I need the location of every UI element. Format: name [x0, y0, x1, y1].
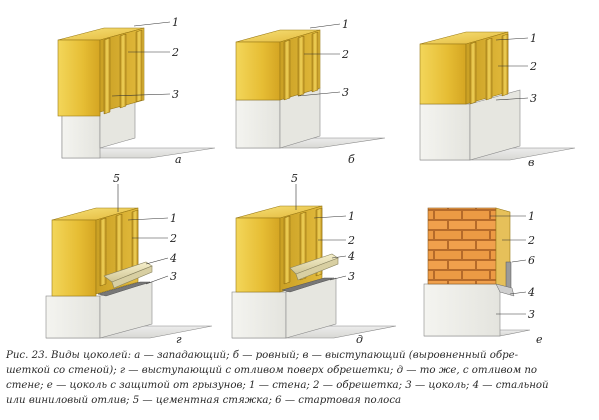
panel-d-label-1: 1 [348, 210, 355, 223]
panel-g-label-4: 4 [169, 252, 177, 265]
panel-c: 1 2 3 в [419, 31, 576, 169]
panel-b-letter: б [348, 153, 355, 166]
panel-g-label-1: 1 [170, 212, 177, 225]
panel-b-label-1: 1 [342, 18, 349, 31]
panel-c-label-3: 3 [530, 92, 537, 105]
panel-c-letter: в [528, 156, 534, 169]
panel-b-label-2: 2 [341, 48, 349, 61]
panel-g-label-5: 5 [113, 172, 120, 185]
panel-d: 5 1 2 4 3 д [231, 172, 397, 346]
panel-e-label-3: 3 [528, 308, 535, 321]
panel-e-letter: е [536, 333, 543, 345]
panel-a-label-2: 2 [171, 46, 179, 59]
plinth-diagram: 1 2 3 а 1 2 3 б 1 2 [45, 16, 576, 346]
panel-e-label-6: 6 [528, 254, 535, 267]
panel-g: 5 1 2 4 3 г [45, 172, 213, 346]
figure-caption: Рис. 23. Виды цоколей: а — западающий; б… [6, 348, 594, 408]
panel-g-label-3: 3 [170, 270, 177, 283]
panel-d-label-5: 5 [291, 172, 298, 185]
panel-d-label-3: 3 [348, 270, 355, 283]
panel-a-label-3: 3 [172, 88, 179, 101]
panel-b: 1 2 3 б [235, 18, 386, 166]
panel-e-label-4: 4 [527, 286, 535, 299]
panel-g-letter: г [176, 333, 182, 345]
panel-e-label-1: 1 [528, 210, 535, 223]
panel-a-label-1: 1 [172, 16, 179, 29]
panel-a: 1 2 3 а [57, 16, 216, 166]
panel-e-label-2: 2 [527, 234, 535, 247]
caption-line: шеткой со стеной); г — выступающий с отл… [6, 365, 538, 376]
caption-line: или виниловый отлив; 5 — цементная стяжк… [6, 395, 402, 406]
panel-a-letter: а [175, 153, 182, 166]
panel-c-label-1: 1 [530, 32, 537, 45]
panel-g-label-2: 2 [169, 232, 177, 245]
panel-e: 1 2 6 4 3 е [423, 207, 543, 346]
caption-line: Рис. 23. Виды цоколей: а — западающий; б… [6, 350, 519, 361]
panel-d-label-2: 2 [347, 234, 355, 247]
panel-d-letter: д [356, 333, 363, 345]
panel-b-label-3: 3 [342, 86, 349, 99]
panel-d-label-4: 4 [347, 250, 355, 263]
panel-c-label-2: 2 [529, 60, 537, 73]
caption-line: стене; е — цоколь с защитой от грызунов;… [6, 380, 549, 391]
